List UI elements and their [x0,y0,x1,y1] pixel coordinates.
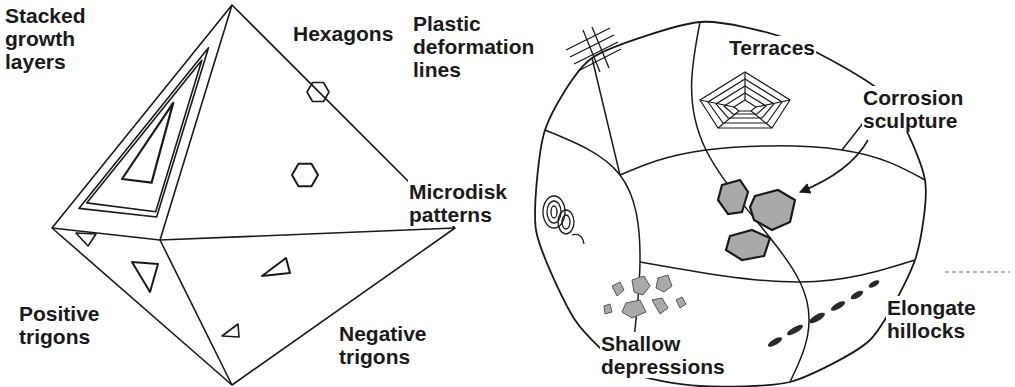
crystal-face-line [592,58,620,175]
callout-label: Corrosion sculpture [862,86,989,132]
rounded-crystal [535,22,926,387]
crystal-outline [535,22,926,387]
dashed-mark [945,271,1010,273]
callout-label: Terraces [728,36,816,59]
callout-label: Stacked growth layers [4,4,96,73]
crystal-face-line [620,146,925,180]
deformation-lines [566,27,621,72]
elongate-hillocks [767,279,881,349]
callout-label: Hexagons [292,22,394,45]
callout-label: Negative trigons [338,322,450,368]
terraces [700,72,790,128]
callout-label: Plastic deformation lines [412,12,549,81]
callout-label: Shallow depressions [600,332,737,378]
microdisks [543,196,584,244]
callout-label: Elongate hillocks [886,296,998,342]
shallow-depressions [604,275,686,318]
crystal-face-line [640,260,915,282]
callout-label: Positive trigons [18,302,120,348]
callout-label: Microdisk patterns [408,180,525,226]
crystal-face-line [692,22,810,382]
corrosion-pits [718,180,795,260]
leader-arrow [800,140,868,192]
